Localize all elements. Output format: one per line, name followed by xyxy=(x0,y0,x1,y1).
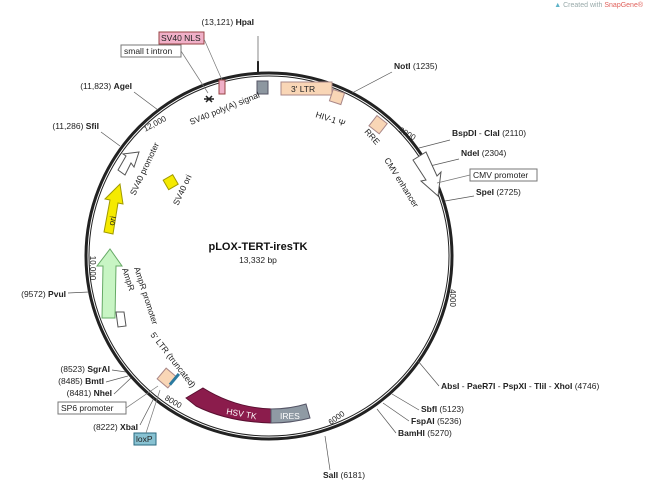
site-leader-spei xyxy=(444,195,475,202)
tick-label-1: 4000 xyxy=(448,289,457,307)
site-leader-agei xyxy=(133,91,159,111)
sv40-nls-box[interactable] xyxy=(158,31,205,45)
cmv-promoter-leader xyxy=(436,174,471,184)
loxp-leader xyxy=(145,389,161,434)
plasmid-name: pLOX-TERT-iresTK xyxy=(208,241,307,253)
ori-label: ori xyxy=(106,215,118,226)
site-agei[interactable]: (11,823) AgeI xyxy=(80,81,132,91)
credit-brand: SnapGene® xyxy=(604,2,643,9)
site-leader-pvui xyxy=(67,291,90,294)
snapgene-logo-icon: ▲ xyxy=(554,2,562,9)
site-sbfi[interactable]: SbfI (5123) xyxy=(421,404,464,414)
site-xbai[interactable]: (8222) XbaI xyxy=(93,422,138,432)
sv40-polya-label: SV40 poly(A) signal xyxy=(188,90,261,127)
site-leader-fspai xyxy=(382,402,410,422)
small-t-intron-feature[interactable] xyxy=(204,95,214,103)
site-absi[interactable]: AbsI - PaeR7I - PspXI - TliI - XhoI (474… xyxy=(441,381,599,391)
site-leader-sali xyxy=(324,435,331,471)
site-ndei[interactable]: NdeI (2304) xyxy=(461,148,507,158)
site-leader-bspdi xyxy=(418,139,451,149)
sp6-promoter-label: SP6 promoter xyxy=(61,403,114,413)
restriction-sites: (13,121) HpaI NotI (1235) BspDI - ClaI (21… xyxy=(21,17,599,480)
site-spei[interactable]: SpeI (2725) xyxy=(476,187,521,197)
site-leader-bmti xyxy=(105,375,129,383)
tick-label-0: 2000 xyxy=(397,125,417,142)
site-leaders xyxy=(67,36,475,471)
site-noti[interactable]: NotI (1235) xyxy=(394,61,438,71)
sv40-ori-feature[interactable] xyxy=(162,173,179,191)
ampr-promoter-label: AmpR promoter xyxy=(132,266,160,326)
ampr-promoter-feature[interactable] xyxy=(115,311,127,328)
tick-label-4: 10,000 xyxy=(88,256,97,281)
site-leader-sgrai xyxy=(111,369,127,373)
site-leader-sfii xyxy=(100,131,121,147)
site-sali[interactable]: SalI (6181) xyxy=(323,470,365,480)
sv40-nls-feature[interactable] xyxy=(218,79,226,95)
ires-feature[interactable] xyxy=(270,403,311,424)
site-leader-xbai xyxy=(139,397,155,426)
site-fspai[interactable]: FspAI (5236) xyxy=(411,416,462,426)
sv40-promoter-feature[interactable] xyxy=(117,151,140,176)
site-bmti[interactable]: (8485) BmtI xyxy=(58,376,104,386)
site-bamhi[interactable]: BamHI (5270) xyxy=(398,428,452,438)
ampr-feature[interactable] xyxy=(95,248,123,319)
sv40-polya-feature[interactable] xyxy=(256,80,269,95)
site-sgrai[interactable]: (8523) SgrAI xyxy=(60,364,110,374)
ires-label: IRES xyxy=(280,411,300,421)
site-leader-nhei xyxy=(113,377,132,395)
site-leader-ndei xyxy=(429,158,460,167)
site-leader-bamhi xyxy=(376,408,397,434)
sv40-nls-label: SV40 NLS xyxy=(161,33,201,43)
rre-feature[interactable] xyxy=(368,114,388,135)
site-pvui[interactable]: (9572) PvuI xyxy=(21,289,66,299)
loxp-box[interactable] xyxy=(133,432,157,446)
ltr5-cap xyxy=(168,372,181,386)
hiv-psi-feature[interactable] xyxy=(328,88,346,106)
loxp-label: loxP xyxy=(136,434,153,444)
site-hpai[interactable]: (13,121) HpaI xyxy=(202,17,254,27)
hiv-psi-label: HIV-1 Ψ xyxy=(314,109,346,128)
ori-feature[interactable] xyxy=(103,182,124,235)
cmv-enhancer-feature[interactable] xyxy=(412,151,442,198)
ltr3-label: 3' LTR xyxy=(291,84,315,94)
sp6-leader xyxy=(125,385,159,409)
plasmid-backbone-inner xyxy=(88,75,450,437)
site-leader-noti xyxy=(351,71,393,94)
plasmid-backbone xyxy=(84,71,454,441)
site-leader-sbfi xyxy=(391,393,420,411)
snapgene-credit: ▲ Created with SnapGene® xyxy=(554,2,643,9)
site-nhei[interactable]: (8481) NheI xyxy=(67,388,112,398)
sv40-promoter-label: SV40 promoter xyxy=(128,141,161,197)
plasmid-length: 13,332 bp xyxy=(239,255,277,265)
sv40-nls-leader xyxy=(203,38,223,81)
site-sfii[interactable]: (11,286) SfiI xyxy=(52,121,99,131)
small-t-intron-label: small t intron xyxy=(124,46,172,56)
site-leader-absi xyxy=(417,360,440,387)
small-t-intron-leader xyxy=(180,50,209,94)
site-bspdi[interactable]: BspDI - ClaI (2110) xyxy=(452,128,526,138)
ltr3-feature[interactable] xyxy=(280,81,333,96)
cmv-promoter-label: CMV promoter xyxy=(473,170,528,180)
credit-prefix: Created with xyxy=(563,2,605,9)
